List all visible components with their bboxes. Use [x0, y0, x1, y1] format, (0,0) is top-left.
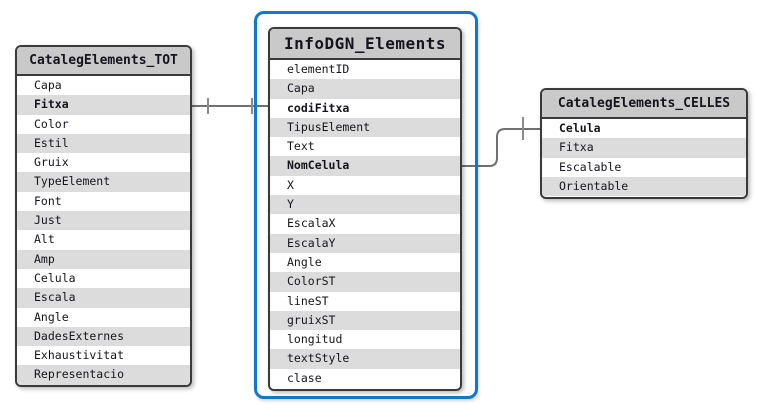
field-row-ColorST[interactable]: ColorST [270, 272, 460, 292]
field-row-Gruix[interactable]: Gruix [17, 153, 190, 173]
field-row-Celula[interactable]: Celula [542, 119, 746, 139]
table-title[interactable]: CatalegElements_CELLES [542, 90, 746, 119]
field-row-X[interactable]: X [270, 175, 460, 196]
field-row-lineST[interactable]: lineST [270, 291, 460, 311]
field-row-Y[interactable]: Y [270, 195, 460, 215]
field-row-Angle[interactable]: Angle [270, 252, 460, 273]
selected-table-highlight-border [254, 11, 478, 399]
field-row-textStyle[interactable]: textStyle [270, 349, 460, 369]
table-title[interactable]: CatalegElements_TOT [17, 47, 190, 76]
field-row-TipusElement[interactable]: TipusElement [270, 117, 460, 138]
field-row-Just[interactable]: Just [17, 211, 190, 231]
field-row-Escala[interactable]: Escala [17, 288, 190, 308]
field-row-elementID[interactable]: elementID [270, 60, 460, 80]
field-row-Representacio[interactable]: Representacio [17, 365, 190, 385]
field-row-Exhaustivitat[interactable]: Exhaustivitat [17, 346, 190, 366]
field-row-EscalaX[interactable]: EscalaX [270, 214, 460, 234]
field-row-gruixST[interactable]: gruixST [270, 310, 460, 331]
field-row-codiFitxa[interactable]: codiFitxa [270, 98, 460, 118]
field-row-DadesExternes[interactable]: DadesExternes [17, 326, 190, 347]
field-row-Escalable[interactable]: Escalable [542, 157, 746, 177]
field-row-EscalaY[interactable]: EscalaY [270, 233, 460, 253]
field-row-Fitxa[interactable]: Fitxa [17, 95, 190, 115]
relationship-line-nomcelula-celula[interactable] [461, 117, 540, 167]
field-row-Fitxa[interactable]: Fitxa [542, 138, 746, 158]
field-row-Estil[interactable]: Estil [17, 133, 190, 154]
field-row-Angle[interactable]: Angle [17, 307, 190, 327]
field-row-Amp[interactable]: Amp [17, 249, 190, 269]
field-row-Orientable[interactable]: Orientable [542, 176, 746, 197]
field-row-Font[interactable]: Font [17, 191, 190, 212]
field-row-TypeElement[interactable]: TypeElement [17, 172, 190, 192]
field-row-clase[interactable]: clase [270, 368, 460, 389]
field-row-Color[interactable]: Color [17, 114, 190, 134]
field-row-Text[interactable]: Text [270, 137, 460, 157]
field-row-NomCelula[interactable]: NomCelula [270, 156, 460, 176]
table-title[interactable]: InfoDGN_Elements [270, 29, 460, 60]
field-row-longitud[interactable]: longitud [270, 330, 460, 350]
field-row-Alt[interactable]: Alt [17, 230, 190, 250]
field-row-Capa[interactable]: Capa [270, 79, 460, 99]
field-row-Capa[interactable]: Capa [17, 76, 190, 96]
field-row-Celula[interactable]: Celula [17, 268, 190, 289]
